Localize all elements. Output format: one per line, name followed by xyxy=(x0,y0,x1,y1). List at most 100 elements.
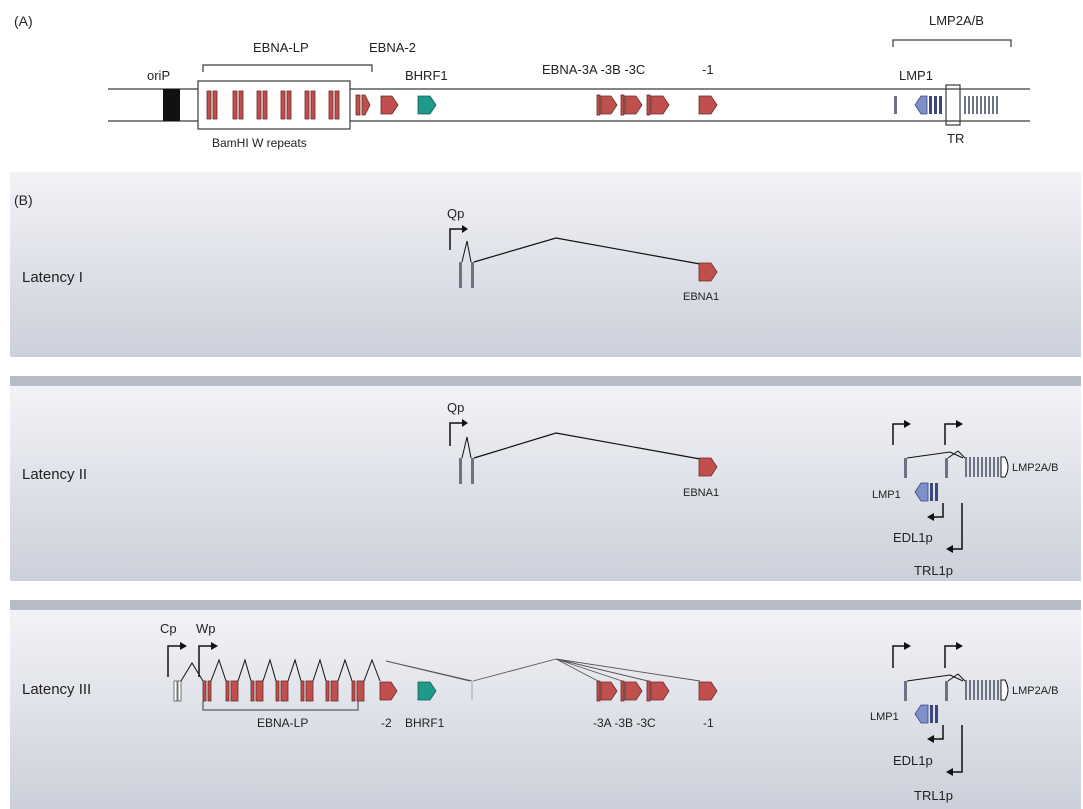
lmp1-exon xyxy=(914,482,929,502)
lmp2b-promoter-arrow xyxy=(944,645,956,668)
w-exon xyxy=(305,680,314,702)
w-repeat-exon xyxy=(286,90,292,120)
w-exon xyxy=(280,680,289,702)
lmp2-exon xyxy=(969,457,971,477)
w-repeat-exon xyxy=(280,90,286,120)
lmp2-exon xyxy=(972,96,974,114)
latency-2-background xyxy=(10,386,1081,581)
qp-promoter-arrow xyxy=(449,422,462,446)
latency-1-background xyxy=(10,172,1081,357)
panel-latency-2: Latency II Qp EBNA1 xyxy=(10,376,1081,581)
ebna3-exons xyxy=(596,680,670,702)
wp-label: Wp xyxy=(196,621,216,636)
edl1p-promoter-arrowhead xyxy=(927,735,934,743)
wp-promoter-arrowhead xyxy=(211,642,218,650)
cp-promoter-arrow xyxy=(167,645,180,677)
lmp2-exon xyxy=(997,457,999,477)
trl1p-promoter-arrowhead xyxy=(946,545,953,553)
qp-exon-2 xyxy=(471,458,474,484)
qp-promoter-arrowhead xyxy=(462,419,468,427)
ebna-lp-splicing xyxy=(180,658,381,682)
lmp2-exon xyxy=(993,457,995,477)
qp-splice-1 xyxy=(461,436,472,459)
w-repeat-exon xyxy=(212,90,218,120)
lmp2-exon xyxy=(973,680,975,700)
w-repeat-exon xyxy=(310,90,316,120)
ebna3b-small-exon xyxy=(620,680,625,702)
w-exon xyxy=(230,680,239,702)
lmp1-small-exon xyxy=(935,483,938,501)
wp-promoter-arrow xyxy=(198,645,211,677)
lmp-cluster: LMP2A/B LMP1 EDL1p TRL1p xyxy=(872,420,1058,578)
bhrf1-label: BHRF1 xyxy=(405,68,448,83)
w-exon xyxy=(300,680,305,702)
lmp1-small-exons xyxy=(929,96,942,114)
ebna-lp-label: EBNA-LP xyxy=(257,716,308,730)
lmp2a-promoter-arrowhead xyxy=(904,642,911,650)
lmp2-exons xyxy=(964,96,998,114)
lmp2-exon xyxy=(988,96,990,114)
lmp1-small-exon xyxy=(939,96,942,114)
lmp2ab-label: LMP2A/B xyxy=(929,13,984,28)
lmp2-exon xyxy=(965,457,967,477)
lmp2-last-exon xyxy=(1000,456,1009,478)
lmp2b-promoter-arrowhead xyxy=(956,642,963,650)
ebna3a-exon xyxy=(600,681,618,701)
edl1p-promoter-arrowhead xyxy=(927,513,934,521)
lmp1-exon xyxy=(914,704,929,724)
orip-label: oriP xyxy=(147,68,170,83)
ebna3a-exon xyxy=(600,95,618,115)
edl1p-label: EDL1p xyxy=(893,530,933,545)
w-repeat-exon xyxy=(238,90,244,120)
ebna3c-small-exon xyxy=(646,94,651,116)
w-repeat-exon xyxy=(262,90,268,120)
qp-exon-2 xyxy=(471,262,474,288)
bamhi-w-box xyxy=(197,80,351,130)
lmp2-exon xyxy=(989,680,991,700)
w-exon xyxy=(356,680,365,702)
tr-box xyxy=(945,84,961,126)
ebna3c-small-exon xyxy=(646,680,651,702)
ebna1-label: -1 xyxy=(702,62,714,77)
lmp2-exon xyxy=(981,680,983,700)
edl1p-label: EDL1p xyxy=(893,753,933,768)
latency-2-title: Latency II xyxy=(22,466,87,483)
w-exon xyxy=(250,680,255,702)
lmp1-label: LMP1 xyxy=(872,489,901,501)
ebna-lp-end-arrow xyxy=(361,94,371,116)
lmp2-splice-2 xyxy=(947,673,966,682)
w-repeat-exons xyxy=(206,90,340,120)
trl1p-label: TRL1p xyxy=(914,788,953,803)
latency-3-background xyxy=(10,610,1081,809)
lmp2b-first-exon xyxy=(945,458,948,478)
lmp1-small-exon xyxy=(929,96,932,114)
ebna-lp-bracket xyxy=(202,701,359,711)
lmp-cluster: LMP2A/B LMP1 EDL1p TRL1p xyxy=(870,642,1058,803)
lmp2-first-exon xyxy=(904,681,907,701)
lmp2b-promoter-arrowhead xyxy=(956,420,963,428)
w-exon xyxy=(207,680,212,702)
qp-splice-2 xyxy=(473,432,701,460)
lmp2-splice-1 xyxy=(906,451,964,459)
lmp2-exons xyxy=(965,457,999,477)
ebna-lp-bracket xyxy=(202,64,373,72)
lmp2a-promoter-arrow xyxy=(892,423,904,445)
lmp1-small-exon xyxy=(930,483,933,501)
bhrf1-exon xyxy=(417,681,437,701)
lmp1-label: LMP1 xyxy=(870,711,899,723)
ebna3a-small-exon xyxy=(596,680,601,702)
ebna1-exon xyxy=(698,681,718,701)
trl1p-promoter-arrowhead xyxy=(946,768,953,776)
trl1p-promoter-arrow xyxy=(953,503,963,550)
ebna2-exon xyxy=(379,681,398,701)
w-exon xyxy=(330,680,339,702)
lmp2-exon xyxy=(973,457,975,477)
lmp2-exon xyxy=(989,457,991,477)
ebna1-label: -1 xyxy=(703,716,714,730)
lmp2-exon xyxy=(976,96,978,114)
lmp2-exon xyxy=(985,680,987,700)
lmp1-small-exon xyxy=(934,96,937,114)
c2-exon xyxy=(177,680,182,702)
bamhi-w-label: BamHI W repeats xyxy=(212,136,307,150)
